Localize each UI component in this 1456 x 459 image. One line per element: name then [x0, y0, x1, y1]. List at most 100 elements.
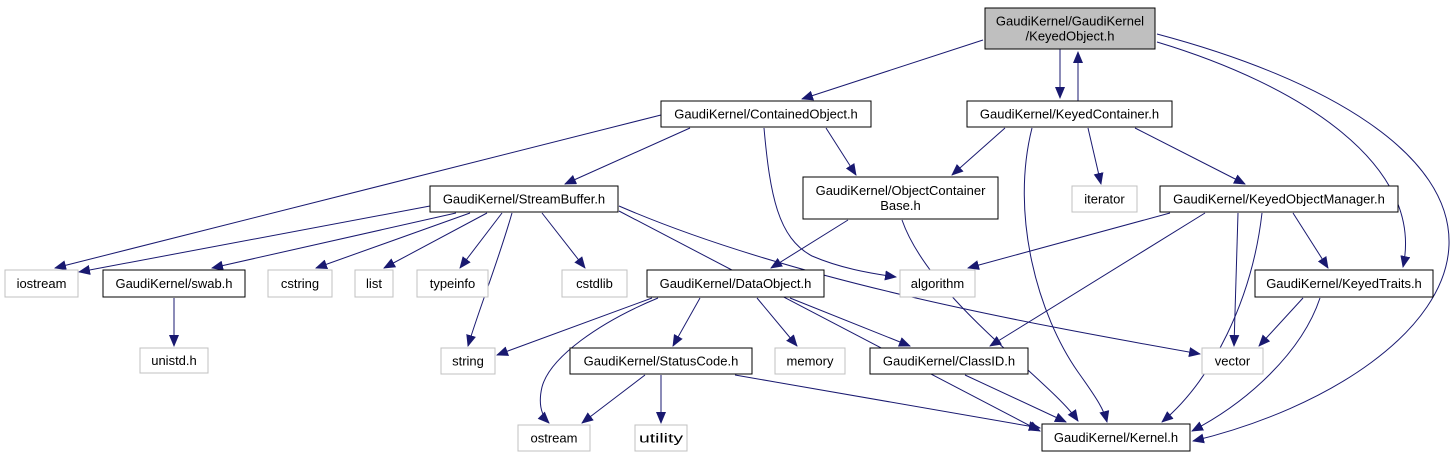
node-iterator: iterator — [1071, 185, 1138, 213]
node-cstring: cstring — [267, 269, 333, 298]
edge-contained_object-to-object_container_base — [825, 127, 857, 176]
node-utility: utility — [634, 424, 688, 452]
node-keyed-traits[interactable]: GaudiKernel/KeyedTraits.h — [1254, 269, 1434, 298]
edge-keyed_object_manager-to-keyed_traits — [1292, 212, 1329, 269]
edge-keyed_object-to-contained_object — [801, 39, 984, 101]
node-kernel[interactable]: GaudiKernel/Kernel.h — [1041, 423, 1191, 452]
edge-stream_buffer-to-list — [383, 212, 488, 269]
edge-data_object-to-memory — [756, 297, 798, 347]
node-label: cstdlib — [576, 276, 613, 291]
node-cstdlib: cstdlib — [561, 269, 628, 298]
edge-contained_object-to-stream_buffer — [564, 127, 691, 185]
edge-object_container_base-to-data_object — [770, 219, 849, 269]
node-box — [561, 269, 628, 298]
edge-keyed_object_manager-to-kernel — [1161, 212, 1263, 423]
edge-status_code-to-ostream — [581, 374, 646, 424]
node-box — [802, 176, 999, 220]
node-box — [429, 185, 619, 213]
node-box — [984, 7, 1156, 50]
node-label: ostream — [531, 431, 578, 446]
node-label: typeinfo — [430, 276, 476, 291]
node-stream-buffer[interactable]: GaudiKernel/StreamBuffer.h — [429, 185, 619, 213]
node-label: unistd.h — [151, 353, 197, 368]
node-label: iterator — [1084, 192, 1125, 207]
node-box — [660, 100, 872, 128]
node-swab[interactable]: GaudiKernel/swab.h — [102, 269, 246, 298]
edge-contained_object-to-iostream — [54, 114, 662, 271]
node-string: string — [440, 347, 496, 375]
edge-data_object-to-ostream — [537, 297, 659, 424]
edge-keyed_object_manager-to-vector — [1229, 212, 1240, 347]
node-box — [966, 100, 1173, 128]
node-label: GaudiKernel/KeyedContainer.h — [980, 107, 1159, 122]
node-label: GaudiKernel/DataObject.h — [660, 276, 812, 291]
node-box — [774, 347, 846, 375]
edge-keyed_container-to-keyed_object_manager — [1134, 127, 1246, 185]
node-label: GaudiKernel/KeyedTraits.h — [1266, 276, 1422, 291]
node-box — [4, 269, 79, 298]
node-typeinfo: typeinfo — [416, 269, 489, 298]
edge-keyed_object-to-keyed_traits — [1156, 41, 1411, 268]
edge-keyed_container-to-object_container_base — [951, 127, 1006, 176]
node-box — [139, 347, 209, 374]
edge-stream_buffer-to-iostream — [78, 205, 431, 275]
node-label: vector — [1215, 354, 1251, 369]
node-keyed-object: GaudiKernel/GaudiKernel/KeyedObject.h — [984, 7, 1156, 50]
edge-stream_buffer-to-cstdlib — [541, 212, 586, 269]
node-status-code[interactable]: GaudiKernel/StatusCode.h — [569, 347, 753, 375]
node-box — [102, 269, 246, 298]
node-box — [899, 269, 976, 298]
node-label: memory — [787, 354, 834, 369]
node-box — [517, 424, 591, 452]
edge-status_code-to-kernel — [734, 374, 1041, 432]
node-class-id[interactable]: GaudiKernel/ClassID.h — [869, 347, 1029, 375]
edge-keyed_object_manager-to-algorithm — [967, 212, 1171, 270]
node-iostream: iostream — [4, 269, 79, 298]
edge-object_container_base-to-kernel — [901, 219, 1079, 422]
node-box — [267, 269, 333, 298]
node-box — [354, 269, 394, 298]
node-keyed-object-manager[interactable]: GaudiKernel/KeyedObjectManager.h — [1159, 185, 1399, 213]
node-data-object[interactable]: GaudiKernel/DataObject.h — [646, 269, 825, 298]
node-box — [440, 347, 496, 375]
edge-keyed_container-to-iterator — [1087, 127, 1104, 185]
node-box — [646, 269, 825, 298]
node-box — [416, 269, 489, 298]
node-label: GaudiKernel/StatusCode.h — [584, 354, 739, 369]
node-ostream: ostream — [517, 424, 591, 452]
node-label: cstring — [281, 276, 319, 291]
edge-keyed_object-to-kernel — [1156, 33, 1450, 444]
node-box — [1071, 185, 1138, 213]
node-keyed-container[interactable]: GaudiKernel/KeyedContainer.h — [966, 100, 1173, 128]
node-label: GaudiKernel/GaudiKernel/KeyedObject.h — [996, 14, 1144, 44]
node-label: GaudiKernel/Kernel.h — [1054, 430, 1178, 445]
edge-stream_buffer-to-swab — [211, 212, 457, 271]
edge-keyed_traits-to-vector — [1258, 297, 1304, 347]
edge-data_object-to-status_code — [672, 297, 701, 347]
node-unistd: unistd.h — [139, 347, 209, 374]
node-label: GaudiKernel/StreamBuffer.h — [443, 192, 605, 207]
node-label: GaudiKernel/ContainedObject.h — [674, 107, 858, 122]
edge-data_object-to-string — [496, 297, 653, 356]
edge-keyed_traits-to-kernel — [1191, 297, 1321, 432]
node-algorithm: algorithm — [899, 269, 976, 298]
node-label: GaudiKernel/KeyedObjectManager.h — [1173, 192, 1385, 207]
node-label: GaudiKernel/ClassID.h — [883, 354, 1015, 369]
node-list: list — [354, 269, 394, 298]
edge-stream_buffer-to-kernel — [618, 210, 1041, 432]
node-label: string — [452, 354, 484, 369]
node-box — [634, 424, 688, 452]
node-memory: memory — [774, 347, 846, 375]
edge-stream_buffer-to-typeinfo — [459, 212, 503, 269]
edge-keyed_container-to-kernel — [1023, 127, 1110, 423]
node-label: iostream — [17, 276, 67, 291]
node-box — [1201, 347, 1264, 375]
edge-data_object-to-class_id — [789, 297, 911, 347]
node-contained-object[interactable]: GaudiKernel/ContainedObject.h — [660, 100, 872, 128]
node-box — [869, 347, 1029, 375]
node-box — [1159, 185, 1399, 213]
edge-contained_object-to-algorithm — [763, 127, 897, 281]
